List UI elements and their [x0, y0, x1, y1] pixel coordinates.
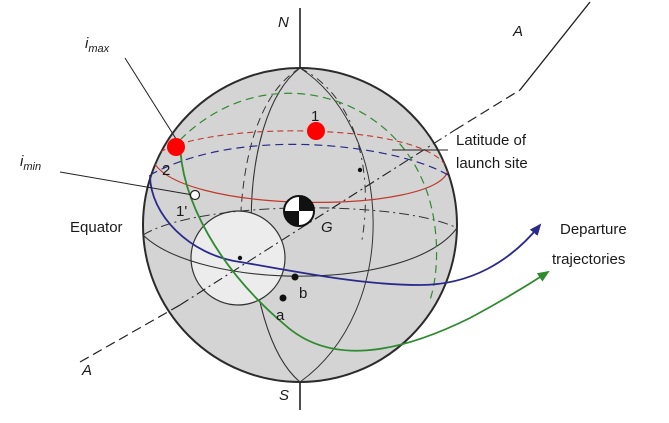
imax-label: imax [85, 35, 110, 55]
a-axis-upper-dashed [454, 89, 521, 131]
point-a-marker [279, 294, 287, 302]
meridian-back-dashed [239, 68, 301, 261]
imin-leader-line [59, 171, 194, 196]
meridian-right [299, 68, 374, 382]
imax-leader-line [124, 57, 179, 143]
point-1-label: 1 [311, 108, 319, 125]
green-departure-trajectory [179, 139, 550, 352]
north-label: N [278, 14, 289, 31]
launch-point-2-marker [167, 138, 185, 156]
equator-label: Equator [70, 219, 123, 236]
point-2-label: 2 [162, 162, 170, 179]
launch-point-1-marker [307, 122, 325, 140]
departure-label-line2: trajectories [552, 251, 625, 268]
point-b-marker [291, 273, 299, 281]
point-1prime-label: 1' [176, 203, 187, 220]
point-b-label: b [299, 285, 307, 302]
blue-orbit-back [149, 143, 456, 181]
departure-label-line1: Departure [560, 221, 627, 238]
south-label: S [279, 387, 289, 404]
axis-top-label: A [512, 23, 523, 40]
green-orbit-back [179, 92, 438, 301]
a-axis-upper-solid [519, 1, 591, 91]
axis-intersection-marker [237, 255, 243, 261]
a-axis-inside [179, 129, 456, 306]
latitude-label-line2: launch site [456, 155, 528, 172]
imin-label: imin [20, 153, 41, 173]
center-of-gravity-icon [283, 195, 315, 227]
point-a-label: a [276, 307, 285, 324]
latitude-label-line1: Latitude of [456, 132, 527, 149]
point-1prime-marker [189, 189, 201, 201]
blue-departure-trajectory [149, 174, 542, 286]
a-axis-lower-dashed [79, 304, 181, 363]
center-g-label: G [321, 219, 333, 236]
latitude-intersection-marker [357, 167, 363, 173]
axis-bottom-label: A [81, 362, 92, 379]
equator-front [143, 227, 457, 277]
